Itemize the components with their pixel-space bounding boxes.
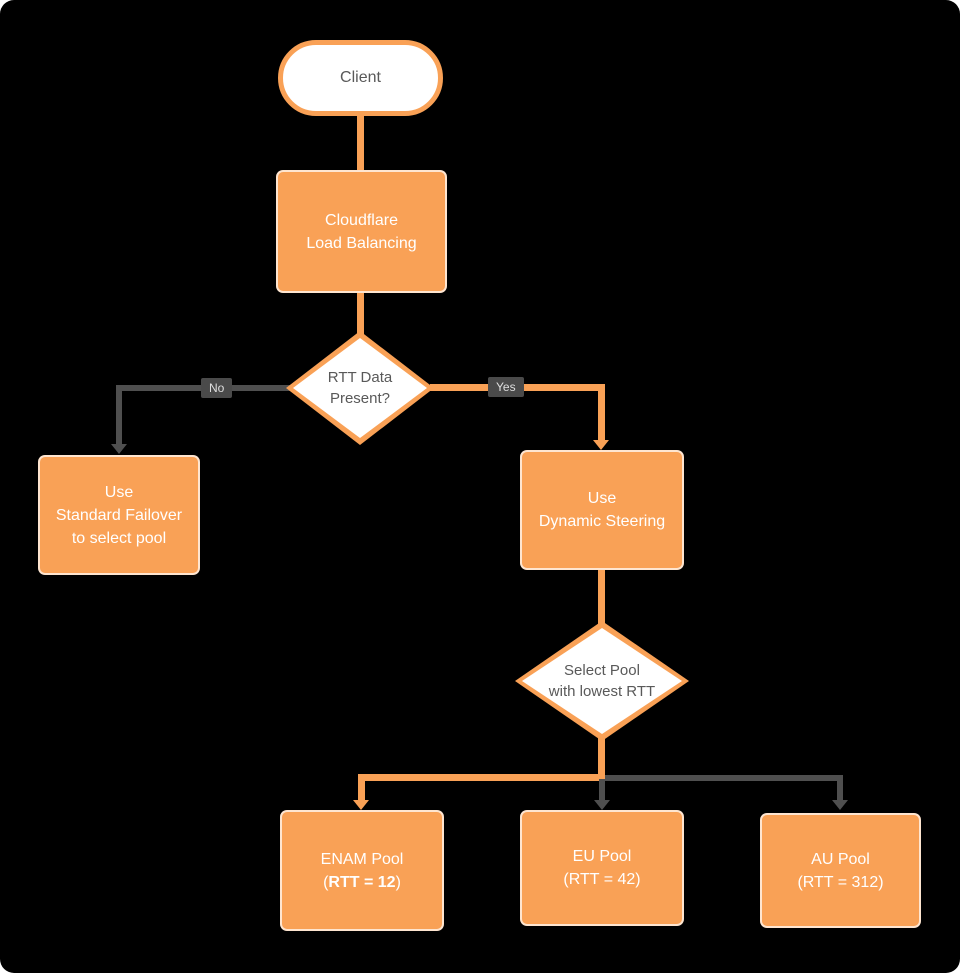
client-node: Client <box>278 40 443 116</box>
eu-pool-title: EU Pool <box>572 848 632 865</box>
rtt-decision-node: RTT Data Present? <box>286 331 434 445</box>
enam-pool-node: ENAM Pool (RTT = 12) <box>280 810 444 931</box>
edge-label-yes: Yes <box>488 377 524 397</box>
au-pool-title: AU Pool <box>811 850 870 868</box>
arrowhead-enam <box>353 800 369 810</box>
arrowhead-eu <box>594 800 610 810</box>
standard-failover-line2: Standard Failover <box>55 506 183 524</box>
connector-steering-to-select-pool <box>598 568 605 626</box>
standard-failover-line3: to select pool <box>71 529 167 547</box>
enam-pool-title: ENAM Pool <box>320 850 404 868</box>
au-pool-node: AU Pool (RTT = 312) <box>760 813 921 928</box>
enam-pool-rtt-value: RTT = 12 <box>328 873 396 891</box>
au-pool-rtt: (RTT = 312) <box>797 873 884 891</box>
connector-no-vertical <box>116 385 122 446</box>
rtt-decision-line2: Present? <box>329 390 391 407</box>
load-balancing-line2: Load Balancing <box>306 234 417 252</box>
connector-enam-drop <box>358 774 365 802</box>
load-balancing-line1: Cloudflare <box>325 211 398 229</box>
enam-pool-rtt-open: ( <box>323 873 329 891</box>
load-balancing-node: Cloudflare Load Balancing <box>276 170 447 293</box>
arrowhead-au <box>832 800 848 810</box>
enam-pool-rtt: (RTT = 12) <box>321 871 404 894</box>
edge-label-no: No <box>201 378 233 398</box>
eu-pool-rtt: (RTT = 42) <box>563 871 641 888</box>
client-label: Client <box>340 69 381 86</box>
select-pool-node: Select Pool with lowest RTT <box>515 621 689 741</box>
standard-failover-line1: Use <box>104 483 134 501</box>
enam-pool-rtt-close: ) <box>395 873 401 891</box>
rtt-decision-line1: RTT Data <box>327 369 393 386</box>
connector-eu-drop <box>599 779 605 803</box>
arrowhead-no-branch <box>111 444 127 454</box>
eu-pool-node: EU Pool (RTT = 42) <box>520 810 684 926</box>
standard-failover-node: Use Standard Failover to select pool <box>38 455 200 575</box>
connector-au-drop <box>837 775 843 803</box>
dynamic-steering-node: Use Dynamic Steering <box>520 450 684 570</box>
select-pool-line1: Select Pool <box>564 662 640 679</box>
connector-yes-vertical <box>598 384 605 442</box>
connector-select-pool-stem <box>598 738 605 781</box>
connector-split-right-horizontal <box>605 775 843 781</box>
connector-load-balancing-to-rtt-decision <box>357 290 364 342</box>
dynamic-steering-line1: Use <box>587 490 617 507</box>
arrowhead-yes-branch <box>593 440 609 450</box>
select-pool-line2: with lowest RTT <box>548 683 656 700</box>
connector-split-left-horizontal <box>358 774 605 781</box>
connector-client-to-load-balancing <box>357 110 364 174</box>
dynamic-steering-line2: Dynamic Steering <box>538 513 666 530</box>
